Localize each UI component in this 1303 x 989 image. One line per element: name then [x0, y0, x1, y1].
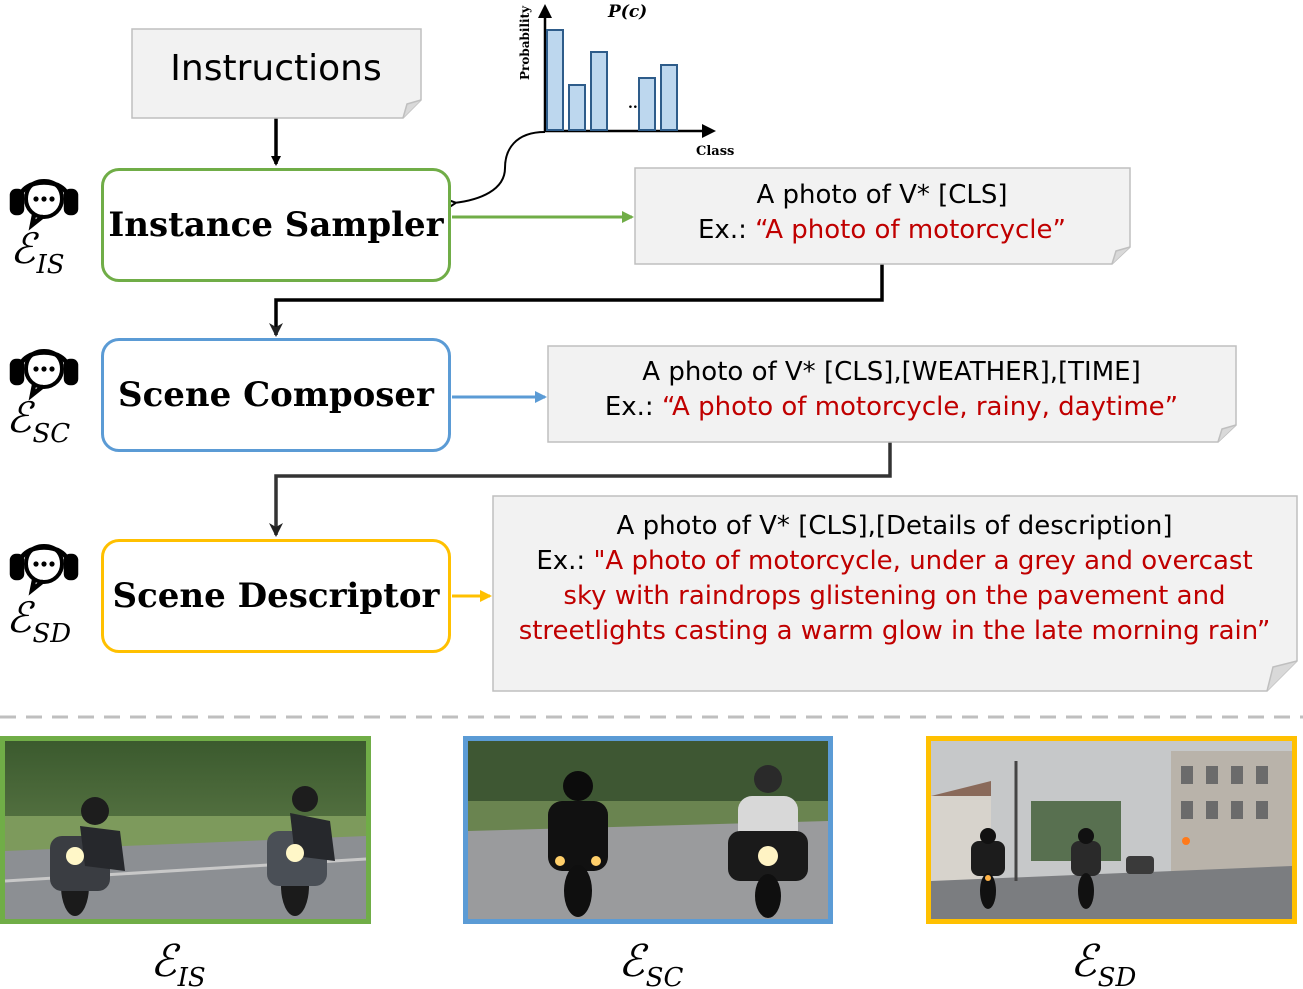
note-sd-example-3: streetlights casting a warm glow in the … — [518, 616, 1271, 646]
note-sc-shape — [547, 345, 1237, 443]
chart-ylabel: Probability — [518, 5, 532, 80]
note-is-template: A photo of V* [CLS] — [756, 180, 1008, 210]
arrow-distribution-to-sampler — [454, 131, 546, 203]
scene-composer-box: Scene Composer — [101, 338, 451, 452]
photo-scene-descriptor — [926, 736, 1297, 924]
probability-chart: P(c) Probability Class ... — [518, 2, 734, 159]
note-sc: A photo of V* [CLS],[WEATHER],[TIME] Ex.… — [547, 345, 1236, 435]
chart-y-axis-arrowhead — [538, 4, 552, 18]
scene-composer-label: Scene Composer — [118, 375, 434, 415]
instance-sampler-box: Instance Sampler — [101, 168, 451, 282]
motorcycle-scene-image — [5, 741, 366, 919]
photo-instance-sampler — [0, 736, 371, 924]
stage-symbol-sd: ℰSD — [6, 593, 72, 649]
chart-bar-5 — [660, 64, 678, 131]
photo-label-sc: ℰSC — [618, 936, 684, 989]
chart-x-axis-arrowhead — [702, 124, 716, 138]
chart-bar-3 — [590, 51, 608, 131]
headset-icon — [9, 348, 79, 401]
note-is: A photo of V* [CLS] Ex.: “A photo of mot… — [634, 167, 1130, 259]
instructions-note — [131, 28, 422, 119]
headset-icon — [9, 178, 79, 231]
note-sd-example-2: sky with raindrops glistening on the pav… — [563, 581, 1226, 611]
headset-icon — [9, 543, 79, 596]
chart-title: P(c) — [607, 2, 647, 22]
photo-scene-composer — [463, 736, 833, 924]
chart-bar-2 — [568, 84, 586, 131]
photo-label-sd: ℰSD — [1070, 936, 1137, 989]
chart-bars — [546, 29, 678, 131]
note-sd-example-1: "A photo of motorcycle, under a grey and… — [593, 546, 1253, 576]
note-is-shape — [634, 167, 1131, 265]
stage-symbol-is: ℰIS — [10, 224, 65, 280]
arrow-note-sc-to-descriptor — [269, 442, 892, 537]
note-sc-example: “A photo of motorcycle, rainy, daytime” — [661, 392, 1179, 422]
instructions-label: Instructions — [170, 47, 382, 89]
photo-label-is: ℰIS — [150, 936, 206, 989]
scene-descriptor-label: Scene Descriptor — [112, 576, 440, 616]
street-scene-image — [931, 741, 1292, 919]
note-sc-template: A photo of V* [CLS],[WEATHER],[TIME] — [642, 357, 1141, 387]
note-sd: A photo of V* [CLS],[Details of descript… — [492, 507, 1297, 651]
stage-symbol-sc: ℰSC — [6, 393, 71, 449]
note-is-example-line: Ex.: “A photo of motorcycle” — [698, 215, 1066, 245]
chart-bar-4 — [638, 77, 656, 131]
note-sd-template: A photo of V* [CLS],[Details of descript… — [616, 511, 1173, 541]
scene-descriptor-box: Scene Descriptor — [101, 539, 451, 653]
note-sd-shape — [492, 495, 1298, 692]
instance-sampler-label: Instance Sampler — [108, 205, 444, 245]
chart-xlabel: Class — [696, 144, 734, 159]
note-is-example: “A photo of motorcycle” — [755, 215, 1066, 245]
chart-bar-1 — [546, 29, 564, 131]
note-sc-example-line: Ex.: “A photo of motorcycle, rainy, dayt… — [604, 392, 1179, 422]
motorcycle-scene-image — [468, 741, 828, 919]
arrow-note-is-to-composer — [269, 262, 884, 337]
note-sd-example-line: Ex.: "A photo of motorcycle, under a gre… — [536, 546, 1253, 576]
